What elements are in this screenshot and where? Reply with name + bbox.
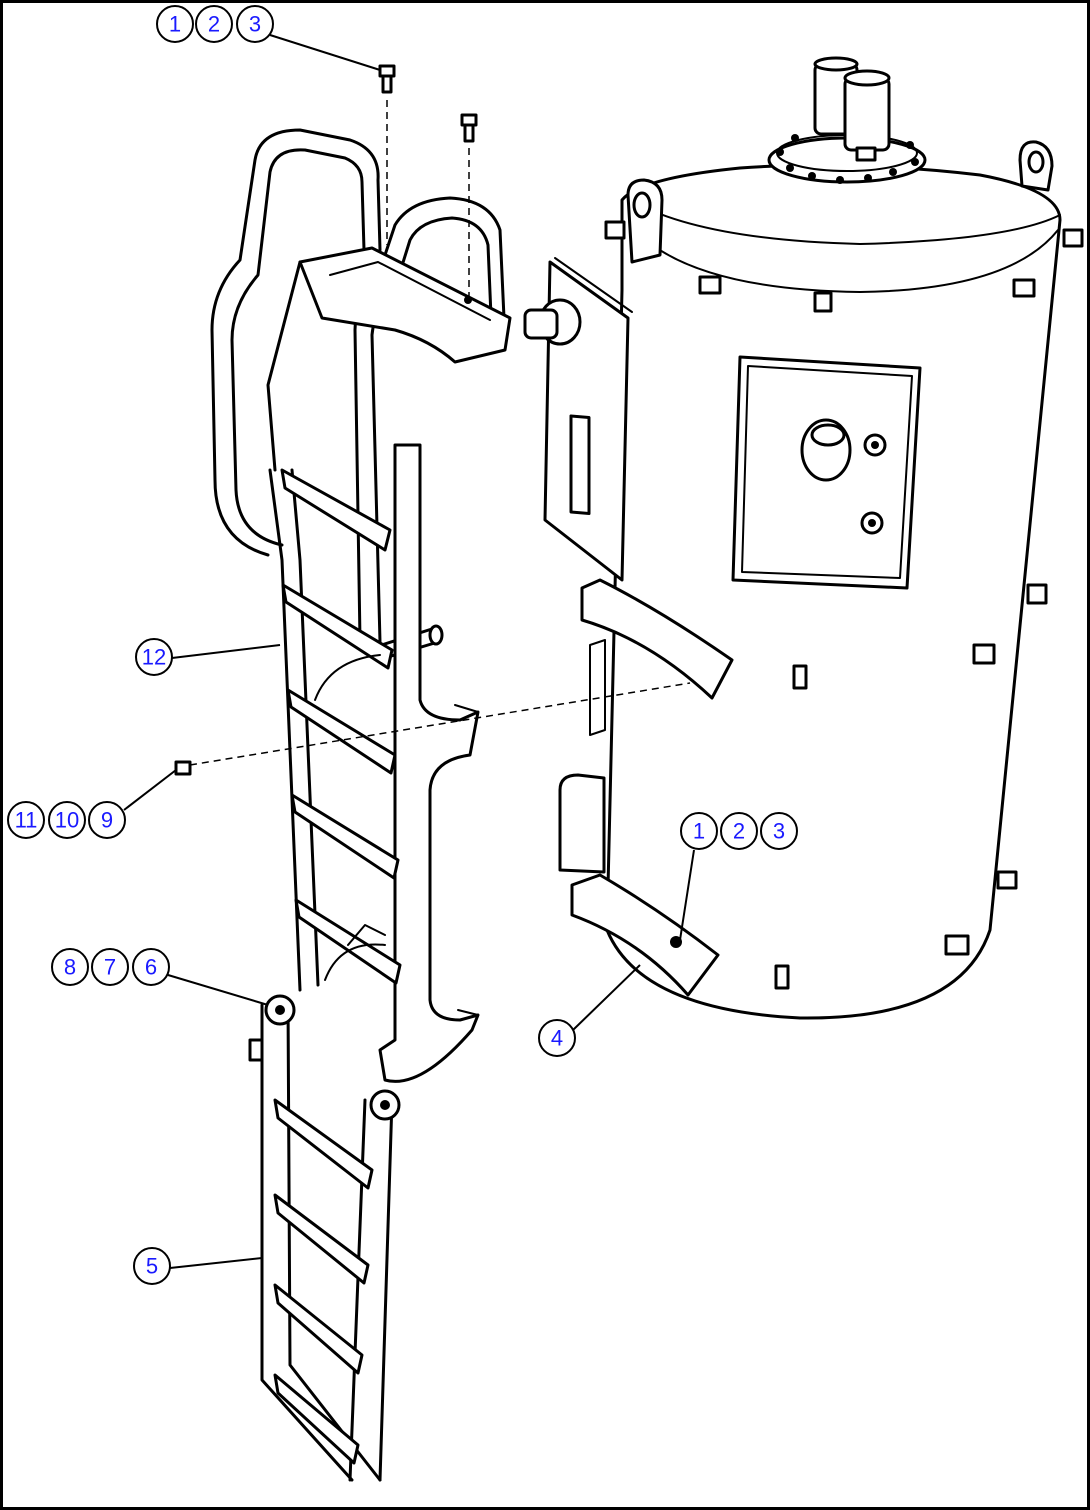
callout-label: 10 [55, 808, 79, 833]
callout-1-mid: 1 [680, 812, 718, 850]
leader-lines [123, 34, 695, 1269]
callout-9: 9 [88, 801, 126, 839]
upper-ladder [210, 128, 512, 1083]
side-studs [774, 583, 1048, 990]
callout-label: 1 [169, 12, 181, 37]
callout-label: 3 [773, 819, 785, 844]
callout-label: 8 [64, 955, 76, 980]
callout-label: 12 [142, 645, 166, 670]
callout-label: 2 [733, 819, 745, 844]
lower-ladder [248, 994, 401, 1482]
callout-label: 5 [146, 1254, 158, 1279]
breather-right [843, 69, 891, 162]
callout-label: 6 [145, 955, 157, 980]
callout-1-top: 1 [156, 5, 194, 43]
callout-label: 3 [249, 12, 261, 37]
inspection-cover [731, 355, 922, 590]
callout-label: 7 [104, 955, 116, 980]
lower-bracket [570, 873, 720, 997]
callout-5: 5 [133, 1247, 171, 1285]
flange-bolts [776, 134, 919, 184]
callout-4: 4 [538, 1019, 576, 1057]
callout-label: 9 [101, 808, 113, 833]
callout-6: 6 [132, 948, 170, 986]
bolt-side [174, 760, 192, 776]
rim-clips [604, 220, 1084, 313]
callout-label: 2 [208, 12, 220, 37]
callout-8: 8 [51, 948, 89, 986]
bolt-top-2 [460, 113, 478, 143]
junction-box [523, 257, 633, 582]
callout-2-top: 2 [195, 5, 233, 43]
callout-label: 1 [693, 819, 705, 844]
callout-label: 11 [15, 808, 38, 833]
callout-10: 10 [48, 801, 86, 839]
callout-3-top: 3 [236, 5, 274, 43]
callout-12: 12 [135, 638, 173, 676]
callout-7: 7 [91, 948, 129, 986]
tank [523, 56, 1084, 1020]
lower-bracket-plate [558, 773, 606, 874]
bolt-top-1 [378, 64, 396, 94]
assembly-line-3 [189, 682, 691, 766]
callout-2-mid: 2 [720, 812, 758, 850]
callout-11: 11 [7, 801, 45, 839]
upper-bracket [580, 578, 734, 700]
callout-label: 4 [551, 1026, 563, 1051]
upper-ladder-rungs [280, 468, 402, 985]
callout-3-mid: 3 [760, 812, 798, 850]
lower-ladder-rungs [273, 1098, 374, 1465]
